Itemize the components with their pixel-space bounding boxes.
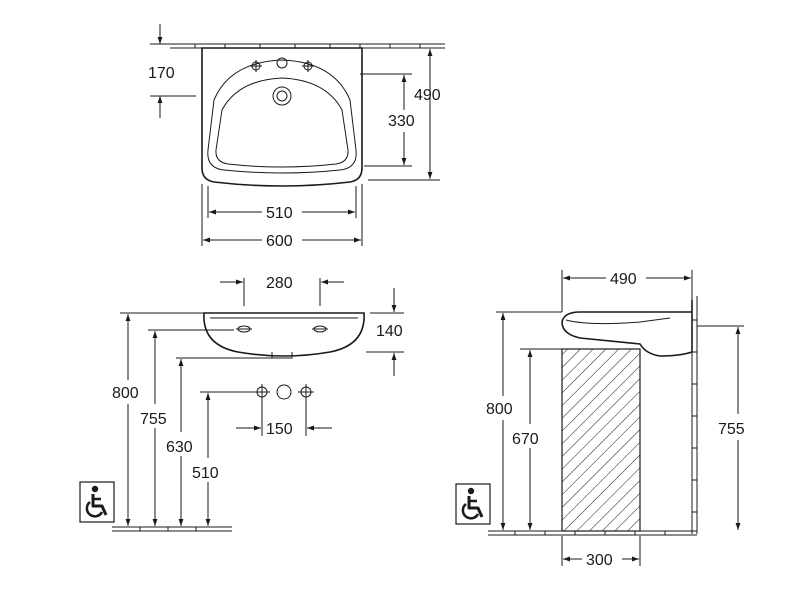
dim-630: 630 bbox=[166, 359, 193, 526]
dim-670: 670 bbox=[512, 350, 539, 530]
dim-600-label: 600 bbox=[266, 233, 293, 250]
front-floor bbox=[112, 526, 232, 532]
tap-holes bbox=[250, 57, 314, 72]
dim-510-top-label: 510 bbox=[266, 205, 293, 222]
wheelchair-icon bbox=[455, 483, 491, 525]
dim-510-top: 510 bbox=[207, 186, 357, 222]
dim-280-label: 280 bbox=[266, 275, 293, 292]
side-floor bbox=[488, 530, 697, 536]
dim-140: 140 bbox=[366, 288, 404, 376]
basin-front-outline bbox=[203, 312, 365, 357]
front-view: 280 140 150 bbox=[79, 275, 404, 532]
dim-330: 330 bbox=[360, 73, 415, 167]
dim-755-side-label: 755 bbox=[718, 421, 745, 438]
dim-600: 600 bbox=[201, 184, 363, 250]
dim-170-label: 170 bbox=[148, 65, 175, 82]
dim-800-front: 800 bbox=[112, 314, 139, 526]
dim-280: 280 bbox=[220, 275, 344, 306]
dim-755-side: 755 bbox=[718, 327, 745, 530]
dim-300: 300 bbox=[561, 536, 641, 569]
dim-490-top-label: 490 bbox=[414, 87, 441, 104]
front-holes bbox=[236, 325, 328, 333]
top-view: 170 490 330 510 bbox=[148, 24, 445, 250]
basin-top-inner-bowl bbox=[207, 59, 357, 174]
dim-490-top: 490 bbox=[368, 47, 441, 181]
dim-510-front-label: 510 bbox=[192, 465, 219, 482]
basin-side-profile bbox=[561, 300, 693, 357]
dim-755-front-label: 755 bbox=[140, 411, 167, 428]
dim-800-side: 800 bbox=[486, 313, 513, 530]
supply-connections bbox=[254, 384, 314, 400]
dim-630-label: 630 bbox=[166, 439, 193, 456]
dim-140-label: 140 bbox=[376, 323, 403, 340]
side-view: 490 800 670 755 300 bbox=[455, 270, 745, 569]
dim-300-label: 300 bbox=[586, 552, 613, 569]
dim-510-front: 510 bbox=[192, 393, 219, 526]
dim-490-side: 490 bbox=[561, 270, 693, 312]
dim-150: 150 bbox=[236, 400, 332, 438]
dim-800-side-label: 800 bbox=[486, 401, 513, 418]
dim-170: 170 bbox=[148, 24, 200, 118]
dim-490-side-label: 490 bbox=[610, 271, 637, 288]
drain-icon bbox=[272, 86, 292, 106]
basin-top-outline bbox=[201, 47, 363, 187]
dim-670-label: 670 bbox=[512, 431, 539, 448]
dim-150-label: 150 bbox=[266, 421, 293, 438]
dim-800-front-label: 800 bbox=[112, 385, 139, 402]
wheelchair-icon bbox=[79, 481, 115, 523]
dim-330-label: 330 bbox=[388, 113, 415, 130]
knee-clearance-hatch bbox=[561, 348, 641, 532]
dim-755-front: 755 bbox=[140, 331, 167, 526]
